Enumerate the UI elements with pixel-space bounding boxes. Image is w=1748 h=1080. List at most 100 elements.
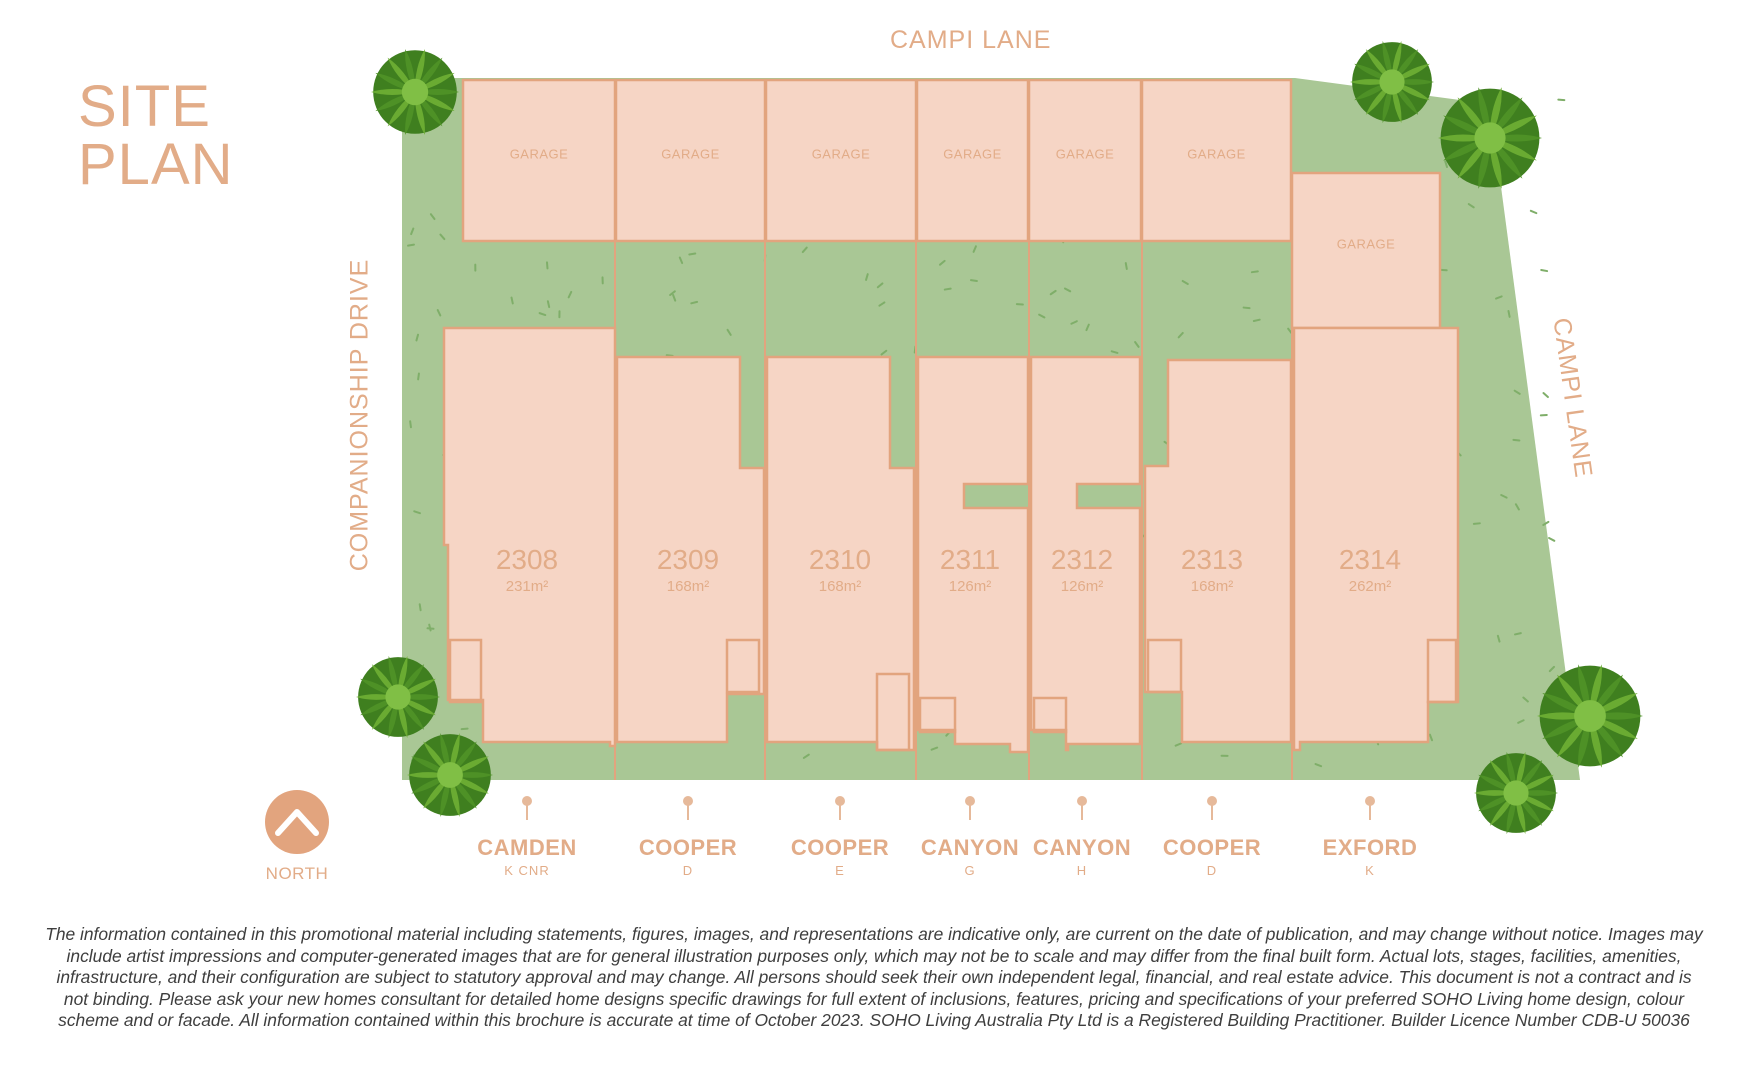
design-variant: E bbox=[835, 863, 845, 878]
grass-stroke bbox=[801, 246, 808, 254]
garage-label: GARAGE bbox=[1056, 147, 1115, 162]
design-name: CANYON bbox=[920, 835, 1020, 860]
garage-label: GARAGE bbox=[661, 147, 720, 162]
design-variant: D bbox=[1206, 863, 1218, 878]
garage-1 bbox=[461, 78, 617, 243]
house-2310 bbox=[765, 355, 916, 752]
grass-stroke bbox=[1472, 522, 1481, 525]
house-details bbox=[448, 638, 1458, 752]
grass-stroke bbox=[880, 349, 888, 356]
tree-6 bbox=[1537, 664, 1643, 768]
grass-stroke bbox=[669, 290, 676, 296]
grass-stroke bbox=[672, 294, 677, 302]
lot-pins bbox=[522, 796, 1375, 820]
grass-stroke bbox=[690, 300, 699, 305]
design-name: EXFORD bbox=[1322, 835, 1418, 860]
grass-stroke bbox=[1517, 719, 1525, 724]
pin-head bbox=[1207, 796, 1217, 806]
grass-stroke bbox=[510, 296, 514, 305]
grass-stroke bbox=[407, 243, 415, 247]
lot-area-2310: 168m² bbox=[819, 578, 862, 595]
houses-group bbox=[442, 326, 1460, 754]
garage-5 bbox=[1027, 78, 1143, 243]
grass-stroke bbox=[1496, 634, 1501, 643]
garage-label: GARAGE bbox=[510, 147, 569, 162]
pin-head bbox=[965, 796, 975, 806]
grass-stroke bbox=[972, 245, 977, 253]
grass-stroke bbox=[410, 227, 415, 236]
design-label-2308: CAMDEN K CNR bbox=[467, 835, 587, 878]
grass-stroke bbox=[1070, 320, 1078, 325]
grass-stroke bbox=[678, 256, 684, 265]
lot-area-2308: 231m² bbox=[506, 578, 549, 595]
design-name: CANYON bbox=[1032, 835, 1132, 860]
grass-stroke bbox=[1542, 520, 1550, 526]
grass-stroke bbox=[1548, 665, 1556, 673]
design-label-2309: COOPER D bbox=[628, 835, 748, 878]
tree-5 bbox=[407, 733, 493, 817]
grass-stroke bbox=[1049, 289, 1057, 296]
garage-label: GARAGE bbox=[1337, 237, 1396, 252]
grass-stroke bbox=[1495, 295, 1503, 300]
grass-stroke bbox=[1110, 350, 1119, 354]
grass-stroke bbox=[1177, 331, 1184, 339]
lot-area-2311: 126m² bbox=[949, 578, 992, 595]
grass-stroke bbox=[1085, 323, 1090, 332]
tree-1 bbox=[371, 49, 459, 135]
lot-number-2312: 2312 bbox=[1051, 544, 1113, 575]
grass-stroke bbox=[1181, 279, 1189, 286]
lot-area-2312: 126m² bbox=[1061, 578, 1104, 595]
tree-7 bbox=[1474, 752, 1558, 834]
house-2308 bbox=[442, 326, 617, 748]
grass-stroke bbox=[1252, 318, 1261, 322]
pin-head bbox=[835, 796, 845, 806]
lot-number-2313: 2313 bbox=[1181, 544, 1243, 575]
grass-stroke bbox=[1467, 203, 1475, 209]
grass-stroke bbox=[938, 259, 946, 266]
grass-stroke bbox=[1514, 632, 1522, 636]
grass-stroke bbox=[1038, 313, 1046, 319]
design-label-2312: CANYON H bbox=[1022, 835, 1142, 878]
grass-stroke bbox=[439, 233, 446, 241]
lot-number-2308: 2308 bbox=[496, 544, 558, 575]
design-name: CAMDEN bbox=[477, 835, 577, 860]
lot-number-2309: 2309 bbox=[657, 544, 719, 575]
grass-stroke bbox=[1250, 270, 1259, 274]
grass-stroke bbox=[1444, 160, 1449, 169]
design-variant: G bbox=[964, 863, 976, 878]
grass-stroke bbox=[1548, 537, 1556, 542]
grass-stroke bbox=[1174, 742, 1183, 747]
lot-area-2314: 262m² bbox=[1349, 578, 1392, 595]
grass-stroke bbox=[538, 312, 547, 317]
grass-stroke bbox=[1428, 733, 1434, 742]
garage-label: GARAGE bbox=[812, 147, 871, 162]
grass-stroke bbox=[460, 727, 469, 731]
grass-stroke bbox=[969, 279, 978, 283]
garage-label: GARAGE bbox=[1187, 147, 1246, 162]
grass-stroke bbox=[665, 354, 674, 357]
disclaimer-text: The information contained in this promot… bbox=[45, 924, 1703, 1031]
design-variant: K CNR bbox=[504, 863, 550, 878]
grass-stroke bbox=[418, 603, 422, 612]
grass-stroke bbox=[567, 290, 573, 299]
design-name: COOPER bbox=[1162, 835, 1262, 860]
garage-2 bbox=[614, 78, 767, 243]
design-variant: D bbox=[682, 863, 694, 878]
pin-head bbox=[1365, 796, 1375, 806]
design-variant: K bbox=[1365, 863, 1375, 878]
grass-stroke bbox=[1500, 494, 1508, 499]
tree-2 bbox=[1350, 41, 1434, 123]
grass-stroke bbox=[429, 213, 436, 221]
design-variant: H bbox=[1076, 863, 1088, 878]
lot-number-2310: 2310 bbox=[809, 544, 871, 575]
north-indicator: NORTH bbox=[262, 790, 332, 884]
title-line-1: SITE bbox=[78, 74, 211, 139]
grass-stroke bbox=[1529, 209, 1538, 215]
grass-stroke bbox=[413, 510, 421, 515]
design-name: COOPER bbox=[638, 835, 738, 860]
design-label-2314: EXFORD K bbox=[1310, 835, 1430, 878]
grass-stroke bbox=[688, 252, 697, 256]
